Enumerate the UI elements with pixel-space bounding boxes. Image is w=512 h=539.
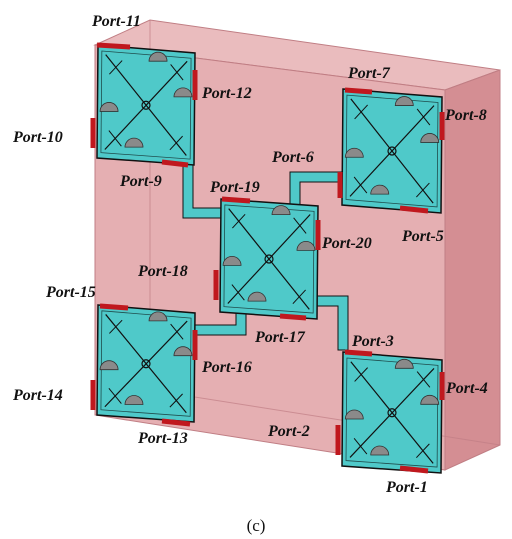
port-label-9: Port-9: [119, 173, 162, 190]
port-label-19: Port-19: [209, 179, 260, 196]
antenna-diagonal-line: [104, 320, 188, 408]
antenna-stub: [124, 137, 144, 148]
antenna-slot-line: [170, 64, 184, 81]
port-label-11: Port-11: [91, 13, 141, 30]
port-label-7: Port-7: [347, 65, 391, 82]
port-label-5: Port-5: [401, 228, 444, 245]
antenna-center-ring: [387, 146, 397, 156]
port-label-10: Port-10: [12, 129, 63, 146]
port-label-6: Port-6: [271, 149, 314, 166]
antenna-stub: [344, 147, 364, 158]
antenna-slot-line: [354, 367, 368, 382]
antenna-stub: [370, 184, 390, 195]
port-label-14: Port-14: [12, 387, 63, 404]
antenna-center-ring: [264, 254, 274, 264]
antenna-slot-line: [354, 104, 368, 120]
antenna-stub: [124, 395, 144, 405]
port-bar-9: [161, 159, 189, 168]
antenna-stub: [148, 51, 168, 62]
port-label-18: Port-18: [137, 263, 188, 280]
port-label-4: Port-4: [445, 380, 488, 397]
antenna-slot-line: [231, 284, 245, 301]
antenna-diagonal-line: [349, 367, 435, 458]
antenna-slot-line: [292, 289, 306, 305]
port-bar-1: [399, 465, 429, 474]
port-label-12: Port-12: [201, 85, 252, 102]
port-bar-5: [399, 205, 429, 214]
antenna-slot-line: [293, 217, 307, 234]
port-bar-3: [344, 349, 373, 357]
antenna-top-left: [96, 44, 196, 166]
antenna-elements: [96, 44, 443, 474]
port-bar-7: [344, 87, 373, 95]
port-bar-19: [221, 196, 251, 204]
antenna-stub: [99, 102, 119, 112]
antenna-center-ring: [387, 408, 397, 418]
antenna-stub: [370, 445, 390, 456]
antenna-slot-line: [353, 438, 368, 455]
antenna-slot-line: [170, 323, 184, 340]
port-bar-13: [161, 418, 191, 427]
antenna-slot-line: [169, 135, 183, 151]
antenna-slot-line: [232, 213, 246, 229]
antenna-stub: [420, 133, 440, 143]
antenna-center: [219, 198, 319, 320]
antenna-stub: [247, 291, 267, 302]
antenna-diagonal-line: [104, 60, 188, 150]
antenna-bottom-right: [341, 351, 443, 474]
antenna-slot-line: [108, 388, 122, 404]
port-markers: [90, 42, 445, 474]
antenna-slot-line: [109, 319, 123, 334]
antenna-stub: [394, 358, 414, 369]
antenna-stub: [173, 87, 193, 98]
antenna-center-ring: [141, 100, 151, 110]
antenna-stub: [271, 205, 291, 216]
antenna-slot-line: [108, 130, 122, 147]
substrate-right-face: [444, 69, 501, 471]
antenna-slot-line: [416, 182, 430, 198]
antenna-bottom-left: [96, 304, 196, 423]
port-bar-15: [99, 303, 129, 311]
port-label-3: Port-3: [351, 333, 394, 350]
antenna-stub: [148, 311, 168, 322]
antenna-stub: [99, 360, 119, 371]
antenna-stub: [394, 96, 414, 106]
antenna-diagonal-line: [349, 105, 435, 197]
antenna-stub: [344, 409, 364, 420]
port-label-1: Port-1: [385, 479, 428, 496]
antenna-slot-line: [416, 371, 431, 388]
antenna-top-right: [341, 88, 443, 214]
antenna-stub: [173, 346, 193, 357]
antenna-stub: [222, 255, 242, 266]
antenna-center-ring: [141, 359, 151, 369]
antenna-slot-line: [109, 60, 123, 75]
port-labels: Port-11 Port-12 Port-10 Port-9 Port-7 Po…: [12, 13, 488, 496]
port-label-20: Port-20: [321, 235, 372, 252]
port-label-13: Port-13: [137, 430, 188, 447]
antenna-slot-line: [353, 176, 368, 194]
antenna-slot-line: [169, 393, 183, 408]
port-label-17: Port-17: [254, 329, 306, 346]
port-label-15: Port-15: [45, 284, 96, 301]
antenna-stub: [296, 240, 316, 251]
port-bar-11: [96, 42, 131, 50]
port-label-8: Port-8: [444, 107, 487, 124]
port-label-16: Port-16: [201, 359, 252, 376]
antenna-slot-line: [416, 443, 430, 459]
antenna-slot-line: [416, 108, 431, 126]
port-bar-17: [279, 313, 307, 321]
antenna-stub: [420, 394, 440, 405]
figure-caption: (c): [247, 516, 266, 535]
port-label-2: Port-2: [267, 423, 310, 440]
antenna-diagonal-line: [227, 214, 311, 304]
